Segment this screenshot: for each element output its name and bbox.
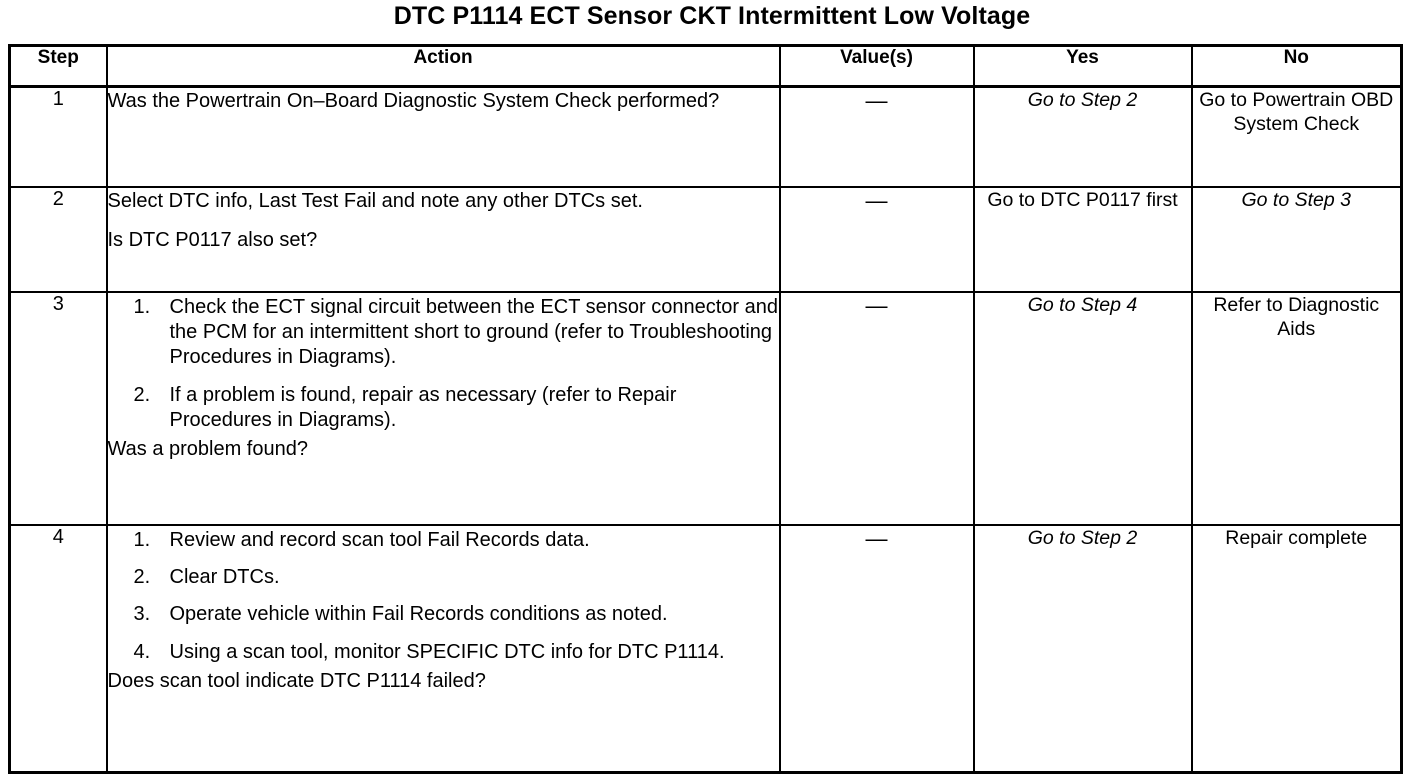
value-cell: — (778, 185, 975, 293)
table-row: 4 1. Review and record scan tool Fail Reco… (8, 523, 1403, 774)
yes-result-cell: Go to Step 4 (972, 290, 1193, 526)
value-cell: — (778, 523, 975, 774)
table-header: Step Action Value(s) Yes No (8, 44, 1403, 88)
yes-result-cell: Go to DTC P0117 first (972, 185, 1193, 293)
action-step-number: 1. (133, 295, 151, 318)
action-step-text: Clear DTCs. (169, 565, 280, 588)
column-header-step: Step (8, 44, 108, 88)
column-header-value: Value(s) (778, 44, 975, 88)
action-step-text: Using a scan tool, monitor SPECIFIC DTC … (169, 640, 725, 663)
action-cell: 1. Review and record scan tool Fail Recor… (105, 523, 781, 774)
no-result-cell: Go to Powertrain OBD System Check (1190, 85, 1403, 188)
action-step-number: 4. (133, 640, 151, 663)
action-question-text: Was a problem found? (107, 438, 308, 461)
action-lead-text: Select DTC info, Last Test Fail and note… (107, 189, 643, 212)
value-cell: — (778, 290, 975, 526)
no-result-cell: Go to Step 3 (1190, 185, 1403, 293)
action-step-number: 1. (133, 528, 151, 551)
page-title: DTC P1114 ECT Sensor CKT Intermittent Lo… (393, 2, 1031, 30)
action-question-text: Does scan tool indicate DTC P1114 failed… (107, 670, 486, 693)
action-step-item: 1. Check the ECT signal circuit between t… (108, 295, 779, 371)
action-step-item: 1. Review and record scan tool Fail Recor… (108, 528, 779, 553)
action-step-item: 2. If a problem is found, repair as neces… (108, 383, 779, 434)
action-cell: Select DTC info, Last Test Fail and note… (105, 185, 781, 293)
table-header-row: Step Action Value(s) Yes No (8, 44, 1403, 88)
step-number: 1 (8, 85, 108, 188)
action-question-text: Is DTC P0117 also set? (107, 228, 318, 251)
no-result-cell: Refer to Diagnostic Aids (1190, 290, 1403, 526)
column-header-no: No (1190, 44, 1403, 88)
action-cell: Was the Powertrain On–Board Diagnostic S… (105, 85, 781, 188)
value-cell: — (778, 85, 975, 188)
column-header-yes: Yes (972, 44, 1193, 88)
action-step-item: 3. Operate vehicle within Fail Records co… (108, 602, 779, 627)
action-step-number: 2. (133, 565, 151, 588)
action-step-text: If a problem is found, repair as necessa… (169, 383, 677, 432)
action-step-text: Operate vehicle within Fail Records cond… (169, 603, 668, 626)
table-row: 3 1. Check the ECT signal circuit between … (8, 290, 1403, 526)
action-step-number: 3. (133, 603, 151, 626)
action-cell: 1. Check the ECT signal circuit between t… (105, 290, 781, 526)
step-number: 2 (8, 185, 108, 293)
action-step-list: 1. Review and record scan tool Fail Recor… (108, 528, 779, 666)
action-step-text: Check the ECT signal circuit between the… (169, 295, 778, 369)
step-number: 4 (8, 523, 108, 774)
action-lead-text: Was the Powertrain On–Board Diagnostic S… (107, 90, 720, 112)
yes-result-cell: Go to Step 2 (972, 523, 1193, 774)
yes-result-cell: Go to Step 2 (972, 85, 1193, 188)
action-step-item: 2. Clear DTCs. (108, 565, 779, 590)
column-header-action: Action (105, 44, 781, 88)
action-step-number: 2. (133, 383, 151, 406)
action-step-item: 4. Using a scan tool, monitor SPECIFIC DT… (108, 640, 779, 665)
action-step-text: Review and record scan tool Fail Records… (169, 528, 590, 551)
step-number: 3 (8, 290, 108, 526)
no-result-cell: Repair complete (1190, 523, 1403, 774)
action-step-list: 1. Check the ECT signal circuit between t… (108, 295, 779, 434)
